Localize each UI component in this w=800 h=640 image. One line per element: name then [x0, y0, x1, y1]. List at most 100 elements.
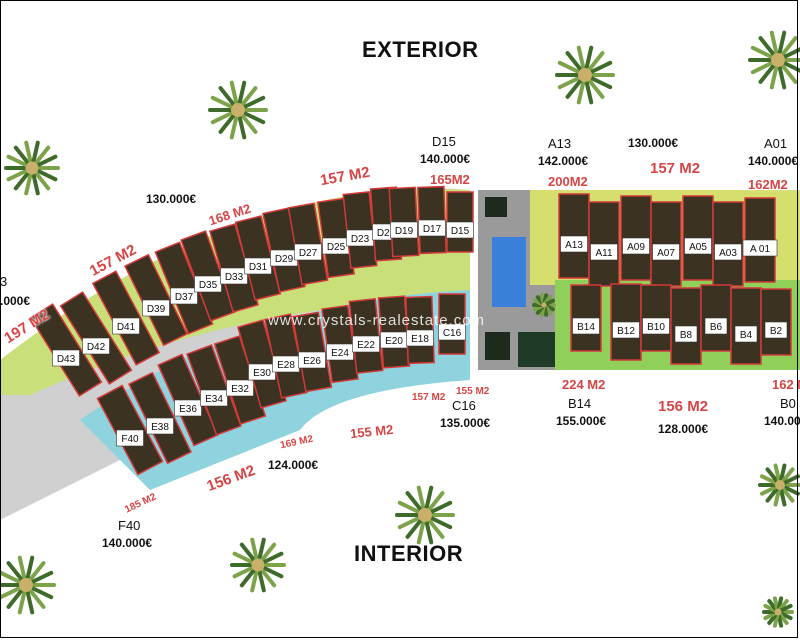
unit-tag: D31 — [244, 257, 272, 275]
unit-tag-box — [742, 239, 778, 257]
unit-tag: A05 — [684, 237, 712, 255]
unit-label: D15 — [451, 226, 470, 237]
a-row-unit[interactable]: A11 — [588, 201, 620, 287]
unit-tag-box — [560, 235, 588, 253]
unit-tag-box — [174, 399, 202, 417]
unit-label: D37 — [175, 292, 194, 303]
unit-label: B12 — [617, 326, 635, 337]
e-row-unit[interactable]: E34 — [182, 344, 242, 436]
d-row-unit[interactable]: D27 — [285, 202, 329, 286]
area-label: 162 M — [772, 377, 800, 392]
e-row-unit[interactable]: E30 — [234, 319, 288, 409]
unit-label: D19 — [395, 226, 414, 237]
unit-tag: A 01 — [742, 239, 778, 257]
unit-label: D43 — [57, 354, 76, 365]
plot-a-mid-price: 130.000€ — [628, 136, 679, 150]
plot-f40-name: F40 — [118, 518, 141, 533]
unit-tag: B12 — [612, 321, 640, 339]
unit-tag: E28 — [272, 355, 300, 373]
unit-label: D27 — [299, 248, 318, 259]
unit-tag: B2 — [764, 321, 788, 339]
e-row-unit[interactable]: E38 — [124, 371, 192, 466]
d-row-unit[interactable]: D17 — [417, 185, 447, 255]
e-row-unit[interactable]: E26 — [290, 311, 333, 393]
unit-label: D23 — [351, 234, 370, 245]
tree-group — [0, 30, 800, 628]
unit-tag: D23 — [346, 229, 374, 247]
unit-tag: B8 — [674, 325, 698, 343]
interior-heading: INTERIOR — [354, 541, 464, 566]
d-row-unit[interactable]: D41 — [87, 270, 161, 367]
unit-label: A09 — [627, 242, 645, 253]
unit-tag-box — [764, 321, 788, 339]
d-row-unit[interactable]: D31 — [232, 215, 282, 301]
b-row-unit[interactable]: B6 — [700, 284, 732, 352]
e-row-unit[interactable]: E22 — [347, 298, 384, 374]
plot-f40-price: 140.000€ — [102, 536, 153, 550]
b-row-unit[interactable]: B4 — [730, 287, 762, 365]
unit-label: E38 — [151, 422, 169, 433]
unit-label: B2 — [770, 326, 783, 337]
unit-label: A 01 — [750, 244, 770, 255]
e-row-unit[interactable]: E18 — [405, 295, 435, 365]
unit-tag-box — [200, 389, 228, 407]
pool-building — [485, 332, 510, 360]
b-row-unit[interactable]: B2 — [760, 288, 792, 356]
plot-d43-name: 3 — [0, 274, 8, 289]
d-row-unit[interactable]: D39 — [120, 253, 188, 348]
unit-tag-box — [390, 221, 418, 239]
unit-tag: D33 — [220, 267, 248, 285]
d-row-unit[interactable]: D43 — [25, 303, 103, 399]
d-row-unit[interactable]: D42 — [55, 291, 133, 387]
palm-tree-icon — [748, 30, 800, 90]
exterior-heading: EXTERIOR — [362, 37, 479, 62]
unit-label: E22 — [357, 340, 375, 351]
e-row-unit[interactable]: C16 — [438, 293, 466, 355]
area-label: 162M2 — [748, 177, 788, 192]
a-row-unit[interactable]: A05 — [682, 195, 714, 281]
unit-tag-box — [714, 243, 742, 261]
unit-tag-box — [112, 317, 140, 335]
plot-d15-price: 140.000€ — [420, 152, 471, 166]
a-row-unit[interactable]: A03 — [712, 201, 744, 287]
plot-d15-name: D15 — [432, 134, 456, 149]
unit-tag: A07 — [652, 243, 680, 261]
b-row-unit[interactable]: B12 — [610, 283, 642, 361]
d-row-unit[interactable]: D15 — [446, 191, 474, 253]
palm-tree-icon — [762, 596, 794, 628]
unit-tag: B4 — [734, 325, 758, 343]
plot-b14-name: B14 — [568, 396, 592, 411]
pool — [492, 237, 526, 307]
area-label: 200M2 — [548, 174, 588, 189]
unit-label: F40 — [121, 434, 139, 445]
e-row-unit[interactable]: F40 — [93, 384, 164, 477]
a-row-unit[interactable]: A07 — [650, 201, 682, 287]
a-row-unit[interactable]: A 01 — [742, 197, 778, 283]
unit-tag: E20 — [380, 331, 408, 349]
e-row-unit[interactable]: E24 — [319, 304, 359, 384]
e-row-unit[interactable]: E36 — [153, 353, 219, 448]
unit-tag-box — [418, 219, 446, 237]
palm-tree-icon — [532, 293, 556, 317]
plot-b02-price: 140.00 — [764, 414, 800, 428]
d-row-unit[interactable]: D19 — [388, 186, 420, 258]
a-row-unit[interactable]: A13 — [558, 193, 590, 279]
pool-building — [518, 332, 556, 367]
unit-tag: A09 — [622, 237, 650, 255]
area-label: 157 M2 — [650, 160, 701, 177]
unit-tag-box — [652, 243, 680, 261]
d-row-unit[interactable]: D33 — [206, 223, 260, 313]
plot-c16-price: 135.000€ — [440, 416, 491, 430]
b-row-unit[interactable]: B8 — [670, 287, 702, 365]
unit-label: D29 — [275, 254, 294, 265]
b-row-unit[interactable]: B14 — [570, 284, 602, 352]
unit-tag: E38 — [146, 417, 174, 435]
a-row-unit[interactable]: A09 — [620, 195, 652, 281]
palm-tree-icon — [4, 140, 60, 196]
b-row-unit[interactable]: B10 — [640, 284, 672, 352]
unit-label: D33 — [225, 272, 244, 283]
unit-tag: E34 — [200, 389, 228, 407]
unit-tag: B10 — [642, 317, 670, 335]
unit-label: B6 — [710, 322, 723, 333]
